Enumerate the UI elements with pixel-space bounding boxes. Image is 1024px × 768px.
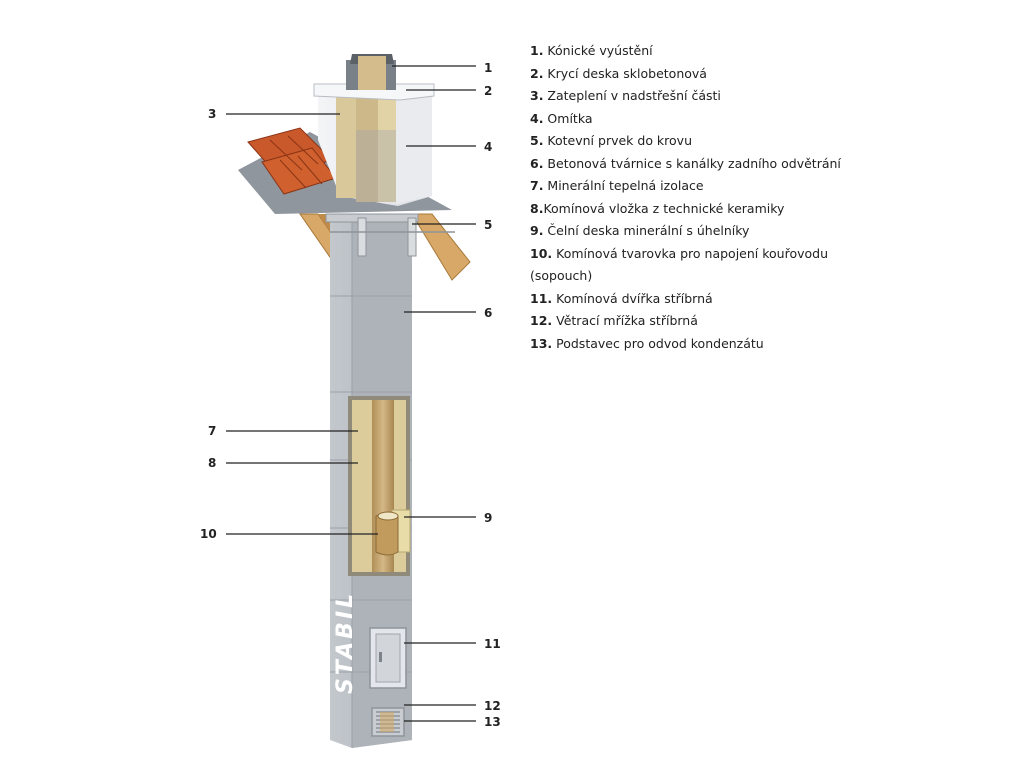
callout-lines-right <box>392 65 476 722</box>
legend-number: 2. <box>530 65 544 81</box>
legend-text: Komínová vložka z technické keramiky <box>543 200 785 216</box>
callout-9: 9 <box>484 511 492 525</box>
callout-8: 8 <box>208 456 216 470</box>
legend-item: 8.Komínová vložka z technické keramiky <box>530 198 850 221</box>
legend-text: Podstavec pro odvod kondenzátu <box>552 335 764 351</box>
callout-lines-left <box>226 113 378 535</box>
legend-text: Komínová dvířka stříbrná <box>552 290 713 306</box>
legend-item: 3. Zateplení v nadstřešní části <box>530 85 850 108</box>
callout-2: 2 <box>484 84 492 98</box>
callout-10: 10 <box>200 527 217 541</box>
callout-13: 13 <box>484 715 501 729</box>
conical-outlet <box>346 54 396 90</box>
callout-3: 3 <box>208 107 216 121</box>
callout-12: 12 <box>484 699 501 713</box>
brand-label: STABIL <box>333 591 358 694</box>
legend-item: 12. Větrací mřížka stříbrná <box>530 310 850 333</box>
legend-text: Omítka <box>543 110 593 126</box>
legend-text: Komínová tvarovka pro napojení kouřovodu… <box>530 245 829 284</box>
legend-number: 10. <box>530 245 553 261</box>
legend-text: Kotevní prvek do krovu <box>543 133 693 148</box>
legend-text: Zateplení v nadstřešní části <box>543 88 721 103</box>
front-plate-and-connector <box>375 509 411 556</box>
callout-numbers: 1 2 3 4 5 6 7 8 9 10 11 12 13 <box>200 61 501 729</box>
callout-5: 5 <box>484 218 492 232</box>
legend-item: 2. Krycí deska sklobetonová <box>530 63 850 86</box>
legend-item: 11. Komínová dvířka stříbrná <box>530 288 850 311</box>
legend-number: 4. <box>530 110 544 126</box>
legend-text: Větrací mřížka stříbrná <box>552 313 698 328</box>
legend-text: Čelní deska minerální s úhelníky <box>543 223 750 238</box>
legend-item: 4. Omítka <box>530 108 850 131</box>
callout-7: 7 <box>208 424 216 438</box>
legend-item: 7. Minerální tepelná izolace <box>530 175 850 198</box>
legend-number: 6. <box>530 155 544 171</box>
anchoring-element <box>325 213 455 257</box>
callout-6: 6 <box>484 306 492 320</box>
plastered-upper-part <box>318 62 432 206</box>
cleaning-door <box>369 627 407 689</box>
legend-number: 3. <box>530 88 544 103</box>
legend-number: 7. <box>530 178 544 193</box>
legend-item: 5. Kotevní prvek do krovu <box>530 130 850 153</box>
legend-number: 13. <box>530 335 553 351</box>
legend-item: 13. Podstavec pro odvod kondenzátu <box>530 333 850 356</box>
legend-item: 1. Kónické vyústění <box>530 40 850 63</box>
legend-number: 11. <box>530 290 553 306</box>
legend-item: 9. Čelní deska minerální s úhelníky <box>530 220 850 243</box>
legend-item: 6. Betonová tvárnice s kanálky zadního o… <box>530 153 850 176</box>
callout-1: 1 <box>484 61 492 75</box>
legend-number: 9. <box>530 223 544 238</box>
legend-text: Minerální tepelná izolace <box>543 178 704 193</box>
legend-text: Krycí deska sklobetonová <box>543 65 707 81</box>
legend-number: 1. <box>530 43 544 58</box>
legend-text: Kónické vyústění <box>543 43 653 58</box>
legend-number: 8. <box>530 200 544 216</box>
legend-number: 12. <box>530 313 553 328</box>
legend-text: Betonová tvárnice s kanálky zadního odvě… <box>543 155 841 171</box>
ventilation-grille <box>371 707 405 737</box>
callout-11: 11 <box>484 637 501 651</box>
parts-legend: 1. Kónické vyústění 2. Krycí deska sklob… <box>530 40 850 355</box>
callout-4: 4 <box>484 140 492 154</box>
legend-number: 5. <box>530 133 544 148</box>
legend-item: 10. Komínová tvarovka pro napojení kouřo… <box>530 243 850 288</box>
